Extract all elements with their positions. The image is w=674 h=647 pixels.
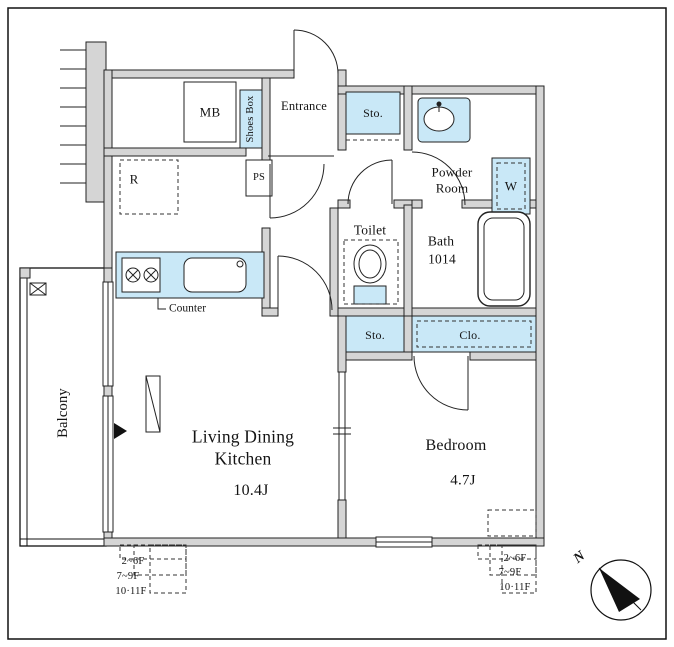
kitchen-sink-icon — [183, 257, 247, 293]
closet-icon — [411, 315, 537, 353]
toilet-tank-icon — [353, 285, 387, 305]
floor-note-right-3: 10·11F — [499, 581, 531, 593]
dashed-annotations — [119, 139, 537, 594]
counter-label: Counter — [169, 302, 207, 315]
floor-note-left-1: 2~6F — [121, 555, 145, 567]
toilet-clearance — [343, 239, 399, 305]
image-border — [7, 7, 667, 640]
washer-inner — [496, 162, 526, 210]
closet-rod — [416, 320, 532, 348]
entrance-door-arc — [293, 29, 339, 75]
storage-mid-label: Sto. — [365, 328, 385, 342]
toilet-icon — [353, 244, 387, 284]
hall-door-arc — [269, 163, 325, 219]
toilet-door-arc — [347, 159, 393, 205]
washer-label: W — [504, 178, 518, 194]
floor-note-left-3: 10·11F — [115, 585, 147, 597]
fridge-label: R — [129, 171, 139, 187]
floor-note-left-2: 7~9F — [116, 570, 140, 582]
bedroom-label: Bedroom — [425, 437, 487, 454]
floor-note-right-1: 2~6F — [503, 552, 527, 564]
meter-box-icon — [183, 81, 237, 143]
bedroom-door-arc — [413, 355, 469, 411]
shoes-box-label: Shoes Box — [244, 95, 256, 143]
powder-door-arc — [411, 151, 466, 206]
bathtub-icon — [477, 211, 531, 307]
bath-label-1: Bath — [427, 233, 455, 249]
powder-room-label-2: Room — [435, 180, 469, 196]
corridor-strip — [60, 41, 107, 203]
closet-label: Clo. — [459, 328, 481, 342]
balcony-structure — [19, 267, 107, 547]
opening-marker-icon — [114, 423, 127, 439]
storage-top-label: Sto. — [363, 106, 383, 120]
bedroom-size-label: 4.7J — [450, 472, 476, 489]
walls — [103, 69, 545, 547]
floor-note-right-2: 7~9F — [498, 566, 522, 578]
stove-icon — [121, 257, 161, 293]
compass-icon — [590, 559, 652, 621]
balcony-label: Balcony — [54, 388, 71, 438]
pipe-space-icon — [245, 159, 273, 197]
washer-pan-icon — [491, 157, 531, 215]
storage-mid-icon — [345, 315, 405, 353]
ldk-door-arc — [277, 255, 333, 311]
ldk-label-2: Kitchen — [214, 448, 272, 469]
floor-outline-left-3 — [149, 544, 187, 594]
floor-outline-bedroom — [487, 509, 537, 537]
powder-room-label-1: Powder — [431, 164, 473, 180]
entrance-label: Entrance — [280, 98, 328, 113]
mb-label: MB — [199, 104, 221, 120]
shoes-box-icon — [239, 89, 263, 149]
ldk-size-label: 10.4J — [233, 482, 269, 499]
window-icon — [102, 281, 433, 548]
bath-label-2: 1014 — [428, 251, 456, 267]
floor-outline-right-3 — [501, 544, 537, 594]
sliding-partition-icon — [338, 371, 346, 501]
counter-leader-line — [157, 298, 166, 310]
pipe-space-label: PS — [252, 171, 266, 183]
balcony-drain-icon — [29, 282, 47, 296]
door-swing-arcs — [269, 29, 469, 411]
fridge-space-icon — [119, 159, 179, 215]
toilet-label: Toilet — [353, 222, 387, 238]
ldk-label-1: Living Dining — [191, 426, 295, 447]
storage-top-icon — [345, 91, 401, 135]
fixtures-white — [114, 81, 531, 501]
